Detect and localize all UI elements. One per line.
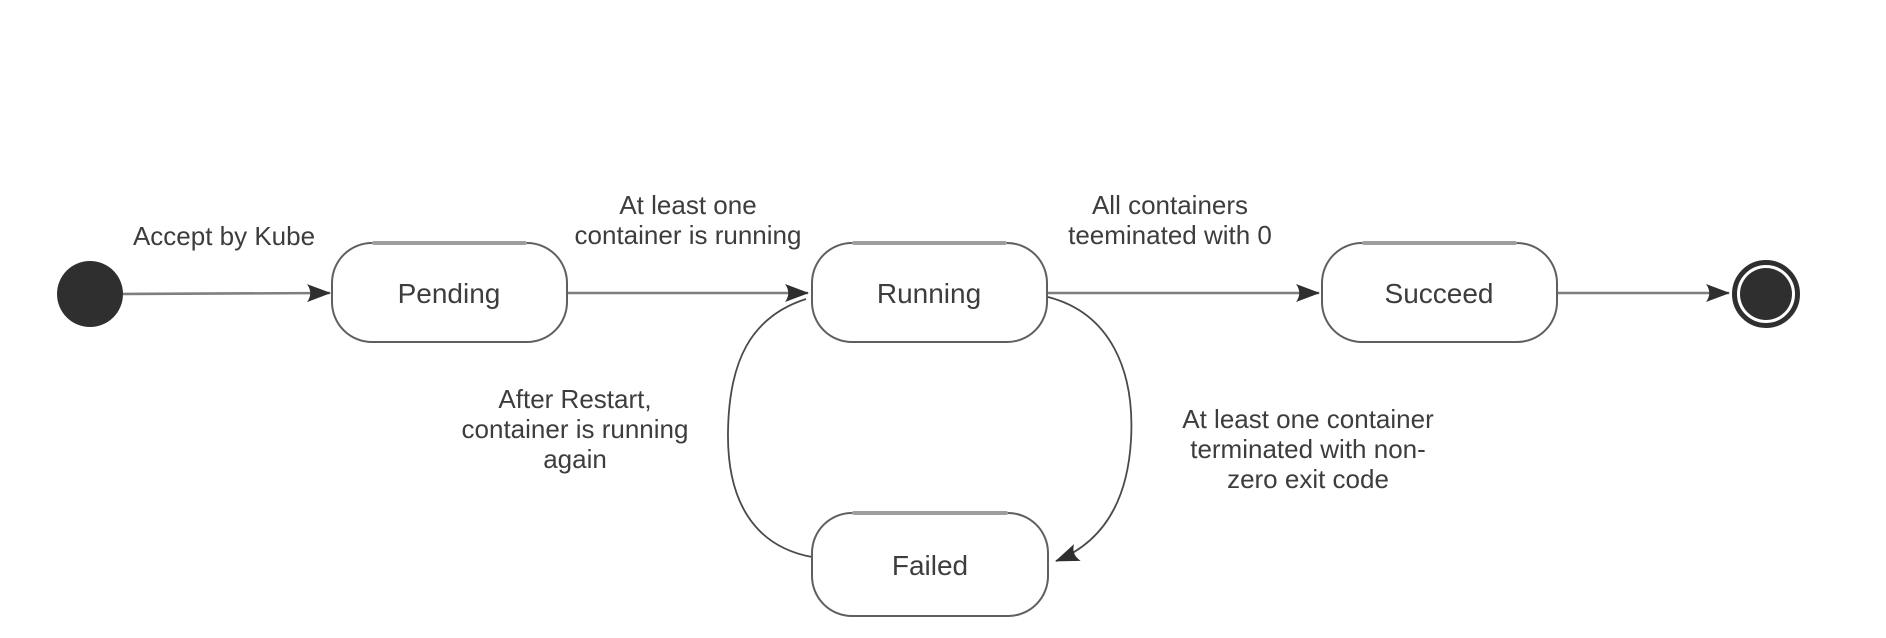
state-failed: Failed xyxy=(811,511,1049,617)
edge-label-line: container is running xyxy=(462,414,689,444)
edge-label-line: At least one xyxy=(619,190,756,220)
initial-state-node xyxy=(57,261,123,327)
edge-label-line: All containers xyxy=(1092,190,1248,220)
edge-label-line: teeminated with 0 xyxy=(1068,220,1272,250)
edge-label-pending-to-running: At least one container is running xyxy=(575,190,802,250)
edge-label-running-to-succeed: All containers teeminated with 0 xyxy=(1068,190,1272,250)
final-state-node xyxy=(1732,260,1800,328)
edge-running-to-failed xyxy=(1047,296,1133,562)
state-running: Running xyxy=(811,241,1048,343)
edge-label-line: Accept by Kube xyxy=(133,221,315,251)
edge-initial-to-pending xyxy=(122,284,331,303)
state-running-label: Running xyxy=(877,278,981,309)
edge-label-failed-to-running: After Restart, container is running agai… xyxy=(462,384,689,474)
edge-label-line: terminated with non- xyxy=(1190,434,1426,464)
state-failed-label: Failed xyxy=(892,550,968,581)
edge-label-line: again xyxy=(543,444,607,474)
edge-label-line: zero exit code xyxy=(1227,464,1389,494)
edge-label-line: After Restart, xyxy=(498,384,651,414)
state-succeed: Succeed xyxy=(1321,241,1558,343)
state-pending: Pending xyxy=(331,241,568,343)
edge-failed-to-running xyxy=(727,298,813,558)
edge-label-line: container is running xyxy=(575,220,802,250)
state-succeed-label: Succeed xyxy=(1385,278,1494,309)
state-pending-label: Pending xyxy=(398,278,501,309)
edge-label-running-to-failed: At least one container terminated with n… xyxy=(1182,404,1434,494)
edge-label-line: At least one container xyxy=(1182,404,1434,434)
final-state-inner-disc xyxy=(1740,268,1792,320)
edge-label-initial-to-pending: Accept by Kube xyxy=(133,221,315,251)
